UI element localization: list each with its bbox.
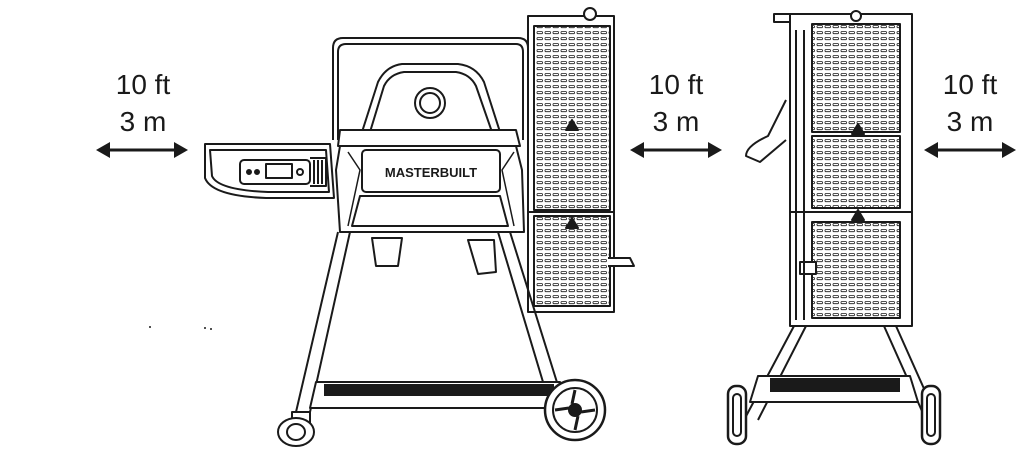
left-clearance-label: 10 ft 3 m (88, 66, 198, 140)
speck (149, 326, 151, 328)
left-double-arrow-icon (96, 142, 188, 158)
right-double-arrow-icon (924, 142, 1016, 158)
grill-front-view: MASTERBUILT (204, 7, 635, 447)
middle-clearance-label: 10 ft 3 m (621, 66, 731, 140)
middle-clearance-feet: 10 ft (648, 69, 704, 100)
right-clearance-label: 10 ft 3 m (915, 66, 1024, 140)
warning-triangle-icon (565, 119, 579, 131)
speck (210, 328, 212, 330)
brand-label: MASTERBUILT (385, 165, 477, 180)
control-panel-icon (239, 159, 311, 185)
right-clearance-meters: 3 m (946, 106, 994, 137)
left-clearance-meters: 3 m (119, 106, 167, 137)
middle-double-arrow-icon (630, 142, 722, 158)
speck (204, 327, 206, 329)
grill-side-view (726, 10, 942, 446)
caster-wheel-icon (277, 411, 315, 447)
left-clearance-feet: 10 ft (115, 69, 171, 100)
middle-clearance-meters: 3 m (652, 106, 700, 137)
right-clearance-feet: 10 ft (942, 69, 998, 100)
